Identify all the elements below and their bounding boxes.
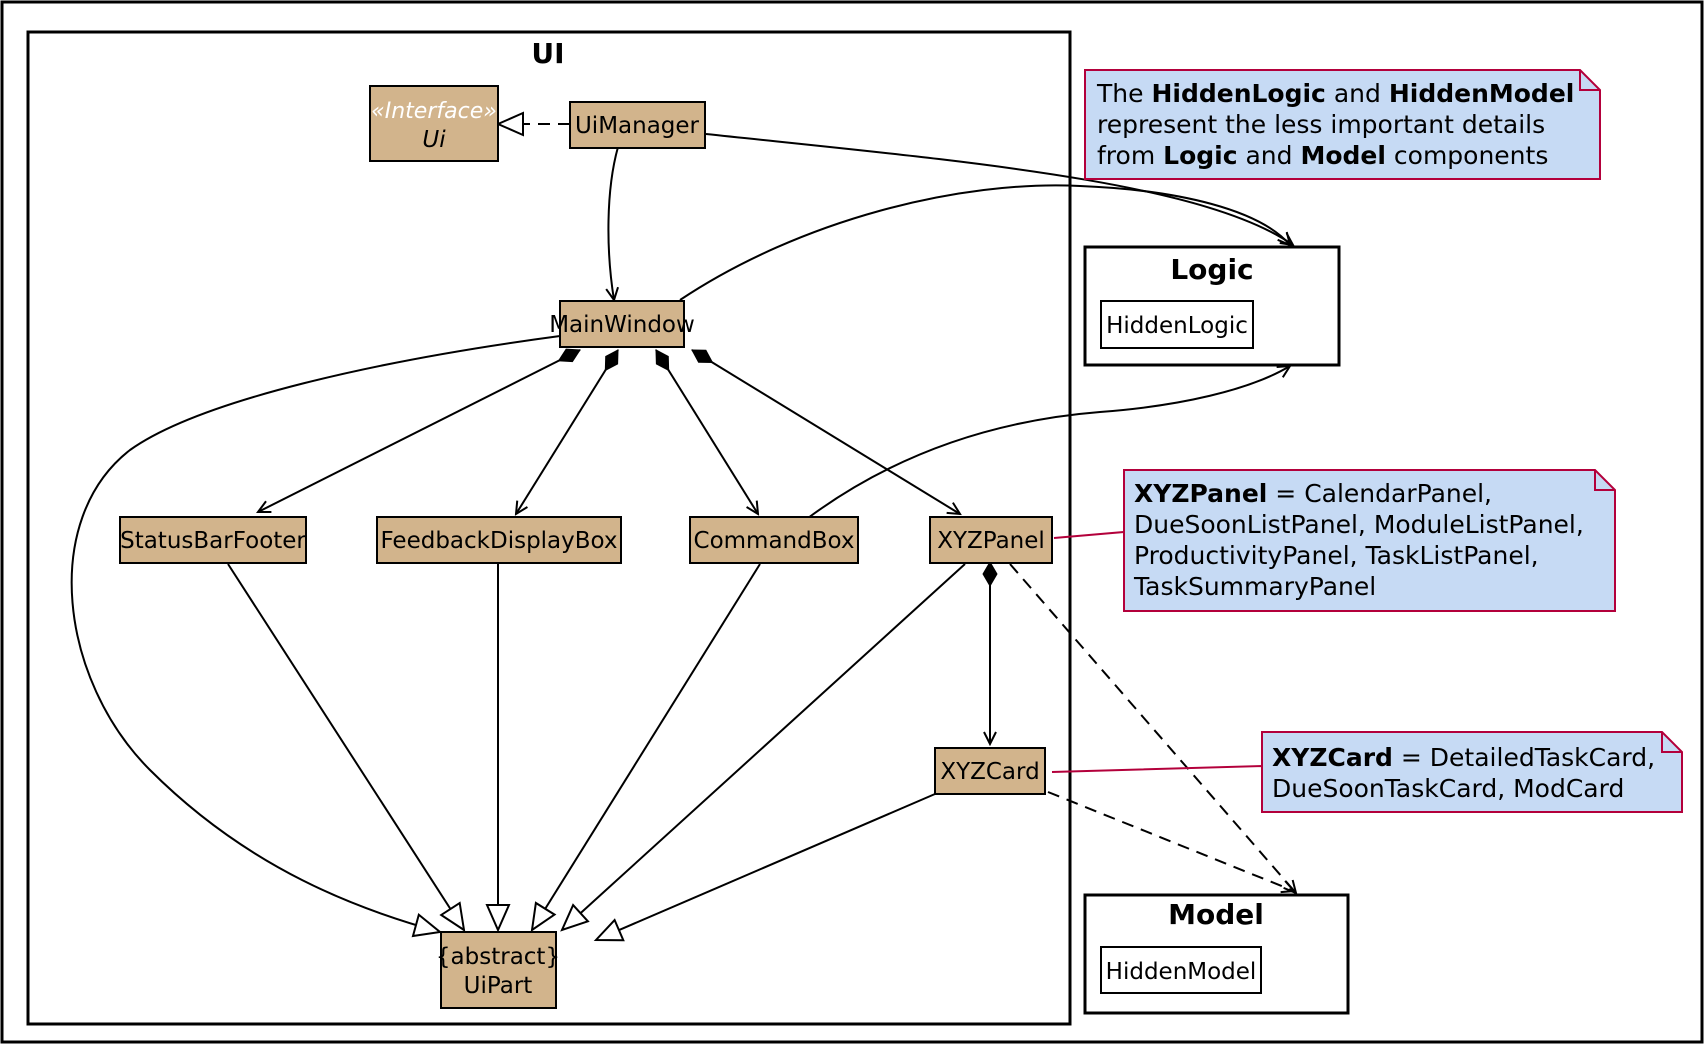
uipart-name: UiPart — [464, 973, 533, 999]
class-uipart[interactable]: {abstract} UiPart — [436, 931, 560, 1009]
note-xyzpanel-line1: XYZPanel = CalendarPanel, — [1134, 479, 1492, 508]
uimanager-label: UiManager — [575, 113, 700, 139]
composition-mainwindow-xyzpanel — [692, 349, 960, 514]
logic-package[interactable]: Logic HiddenLogic — [1083, 245, 1341, 367]
assoc-mainwindow-logic — [679, 184, 1290, 301]
class-mainwindow[interactable]: MainWindow — [549, 300, 695, 348]
composition-mainwindow-feedbackdisplaybox — [516, 350, 619, 514]
note-hidden-line2: represent the less important details — [1097, 110, 1545, 139]
note-hidden-components: The HiddenLogic and HiddenModel represen… — [1084, 69, 1601, 180]
ui-package-frame — [26, 30, 1072, 1026]
logic-package-title: Logic — [1170, 253, 1253, 286]
class-feedbackdisplaybox[interactable]: FeedbackDisplayBox — [376, 516, 622, 564]
hidden-logic-label: HiddenLogic — [1106, 313, 1248, 339]
xyzcard-label: XYZCard — [940, 759, 1039, 785]
generalization-xyzcard-uipart — [593, 793, 936, 942]
commandbox-label: CommandBox — [694, 528, 855, 554]
generalization-statusbarfooter-uipart — [227, 563, 466, 933]
class-xyzpanel[interactable]: XYZPanel — [929, 516, 1053, 564]
note-hidden-line1: The HiddenLogic and HiddenModel — [1096, 79, 1574, 108]
dependency-xyzpanel-model — [1009, 563, 1296, 893]
class-xyzcard[interactable]: XYZCard — [934, 747, 1046, 795]
hidden-model-label: HiddenModel — [1106, 959, 1257, 985]
feedbackdisplaybox-label: FeedbackDisplayBox — [380, 528, 617, 554]
ui-interface-stereotype: «Interface» — [371, 99, 497, 124]
class-ui-interface[interactable]: «Interface» Ui — [369, 85, 499, 162]
note-xyzcard-line1: XYZCard = DetailedTaskCard, — [1272, 743, 1655, 772]
ui-interface-name: Ui — [422, 127, 446, 153]
assoc-uimanager-logic — [705, 133, 1293, 245]
uipart-modifier: {abstract} — [436, 944, 560, 970]
note-hidden-line3: from Logic and Model components — [1097, 141, 1548, 170]
note-xyzpanel-line4: TaskSummaryPanel — [1133, 572, 1376, 601]
xyzpanel-label: XYZPanel — [937, 528, 1045, 554]
note-xyzpanel-line3: ProductivityPanel, TaskListPanel, — [1134, 541, 1539, 570]
dependency-xyzcard-model — [1047, 791, 1294, 891]
ui-package-title: UI — [531, 37, 564, 70]
mainwindow-label: MainWindow — [549, 312, 695, 338]
note-xyzcard-line2: DueSoonTaskCard, ModCard — [1272, 774, 1624, 803]
assoc-uimanager-mainwindow — [608, 146, 618, 300]
generalization-xyzpanel-uipart — [560, 563, 966, 932]
class-uimanager[interactable]: UiManager — [569, 101, 706, 149]
statusbarfooter-label: StatusBarFooter — [120, 528, 306, 554]
note-xyzcard: XYZCard = DetailedTaskCard, DueSoonTaskC… — [1261, 731, 1683, 813]
note-xyzpanel-line2: DueSoonListPanel, ModuleListPanel, — [1134, 510, 1584, 539]
class-commandbox[interactable]: CommandBox — [689, 516, 859, 564]
model-package[interactable]: Model HiddenModel — [1083, 893, 1350, 1015]
class-statusbarfooter[interactable]: StatusBarFooter — [119, 516, 307, 564]
model-package-title: Model — [1168, 898, 1264, 931]
generalization-mainwindow-uipart — [70, 335, 561, 938]
generalization-commandbox-uipart — [530, 563, 761, 933]
note-xyzpanel: XYZPanel = CalendarPanel, DueSoonListPan… — [1123, 469, 1616, 612]
